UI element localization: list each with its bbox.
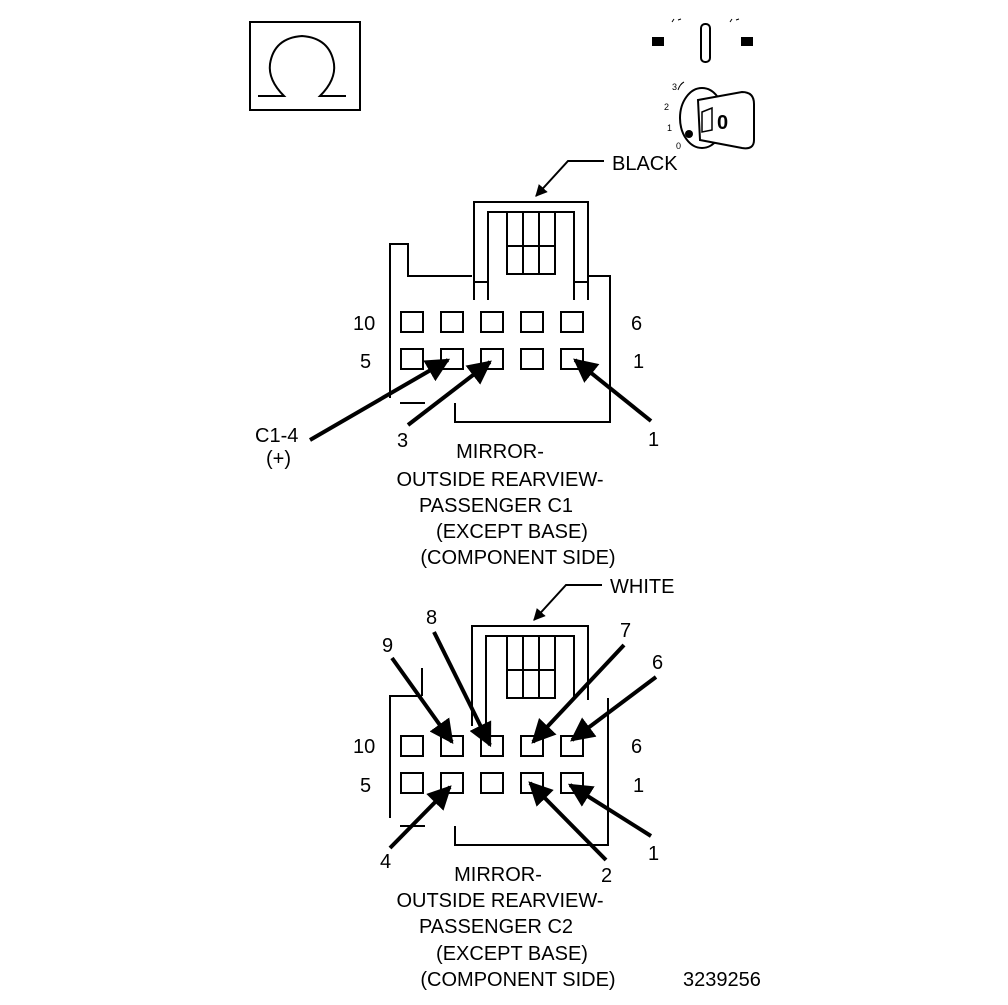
c2-callout-pin1-arrow bbox=[567, 783, 653, 838]
ignition-scale-2: 2 bbox=[664, 102, 669, 112]
c1-callout-pin3-arrow bbox=[406, 360, 492, 427]
svg-text:(COMPONENT SIDE): (COMPONENT SIDE) bbox=[420, 969, 615, 991]
c2-callout-pin8: 8 bbox=[426, 607, 437, 629]
svg-text:MIRROR-: MIRROR- bbox=[454, 864, 542, 886]
c2-row-top-left: 10 bbox=[353, 736, 375, 758]
c2-title: MIRROR- OUTSIDE REARVIEW- PASSENGER C2 (… bbox=[396, 864, 615, 991]
c2-row-top-right: 6 bbox=[631, 736, 642, 758]
c1-title: MIRROR- OUTSIDE REARVIEW- PASSENGER C1 (… bbox=[396, 441, 615, 569]
c1-callout-pin3: 3 bbox=[397, 430, 408, 452]
c1-callout-c14-polarity: (+) bbox=[266, 448, 291, 470]
c1-callout-c14: C1-4 bbox=[255, 425, 298, 447]
c2-callout-pin1: 1 bbox=[648, 843, 659, 865]
ignition-switch-icon: 0 3 2 1 0 bbox=[652, 18, 755, 151]
c2-callout-pin9: 9 bbox=[382, 635, 393, 657]
c2-callout-pin6-arrow bbox=[570, 675, 658, 742]
svg-text:PASSENGER C2: PASSENGER C2 bbox=[419, 916, 573, 938]
svg-text:(EXCEPT BASE): (EXCEPT BASE) bbox=[436, 521, 588, 543]
c2-callout-pin8-arrow bbox=[432, 631, 492, 748]
c1-cavities bbox=[400, 311, 584, 370]
c1-row-top-right: 6 bbox=[631, 313, 642, 335]
c2-row-bottom-right: 1 bbox=[633, 775, 644, 797]
c1-row-top-left: 10 bbox=[353, 313, 375, 335]
c2-callout-pin4: 4 bbox=[380, 851, 391, 873]
ignition-scale-0: 0 bbox=[676, 141, 681, 151]
c2-callout-pin9-arrow bbox=[390, 656, 454, 744]
svg-text:OUTSIDE REARVIEW-: OUTSIDE REARVIEW- bbox=[396, 469, 603, 491]
c2-callout-pin2-arrow bbox=[528, 781, 608, 862]
connector-c2: WHITE 10 6 5 1 9 8 7 6 4 bbox=[353, 576, 674, 991]
c2-row-bottom-left: 5 bbox=[360, 775, 371, 797]
c2-callout-pin7-arrow bbox=[531, 643, 626, 744]
figure-number: 3239256 bbox=[683, 969, 761, 991]
svg-text:(COMPONENT SIDE): (COMPONENT SIDE) bbox=[420, 547, 615, 569]
c2-callout-pin7: 7 bbox=[620, 620, 631, 642]
c1-callout-pin1-arrow bbox=[573, 358, 653, 423]
c2-color-label: WHITE bbox=[610, 576, 674, 598]
ignition-scale-1: 1 bbox=[667, 123, 672, 133]
c1-color-leader bbox=[535, 160, 604, 197]
c1-row-bottom-right: 1 bbox=[633, 351, 644, 373]
ground-symbol-icon bbox=[249, 21, 361, 111]
c2-callout-pin4-arrow bbox=[388, 785, 452, 850]
c2-color-leader bbox=[533, 584, 602, 621]
connector-c1: BLACK 10 6 5 1 C1-4 (+) 3 1 bbox=[255, 153, 678, 569]
ignition-scale-3: 3 bbox=[672, 82, 677, 92]
svg-text:MIRROR-: MIRROR- bbox=[456, 441, 544, 463]
c2-callout-pin2: 2 bbox=[601, 865, 612, 887]
svg-text:(EXCEPT BASE): (EXCEPT BASE) bbox=[436, 943, 588, 965]
c2-callout-pin6: 6 bbox=[652, 652, 663, 674]
c1-callout-c14-arrow bbox=[308, 358, 451, 442]
c1-color-label: BLACK bbox=[612, 153, 678, 175]
svg-text:OUTSIDE REARVIEW-: OUTSIDE REARVIEW- bbox=[396, 890, 603, 912]
svg-text:PASSENGER C1: PASSENGER C1 bbox=[419, 495, 573, 517]
ignition-key-label: 0 bbox=[717, 112, 728, 134]
c1-row-bottom-left: 5 bbox=[360, 351, 371, 373]
c2-cavities bbox=[400, 735, 584, 794]
c1-callout-pin1: 1 bbox=[648, 429, 659, 451]
